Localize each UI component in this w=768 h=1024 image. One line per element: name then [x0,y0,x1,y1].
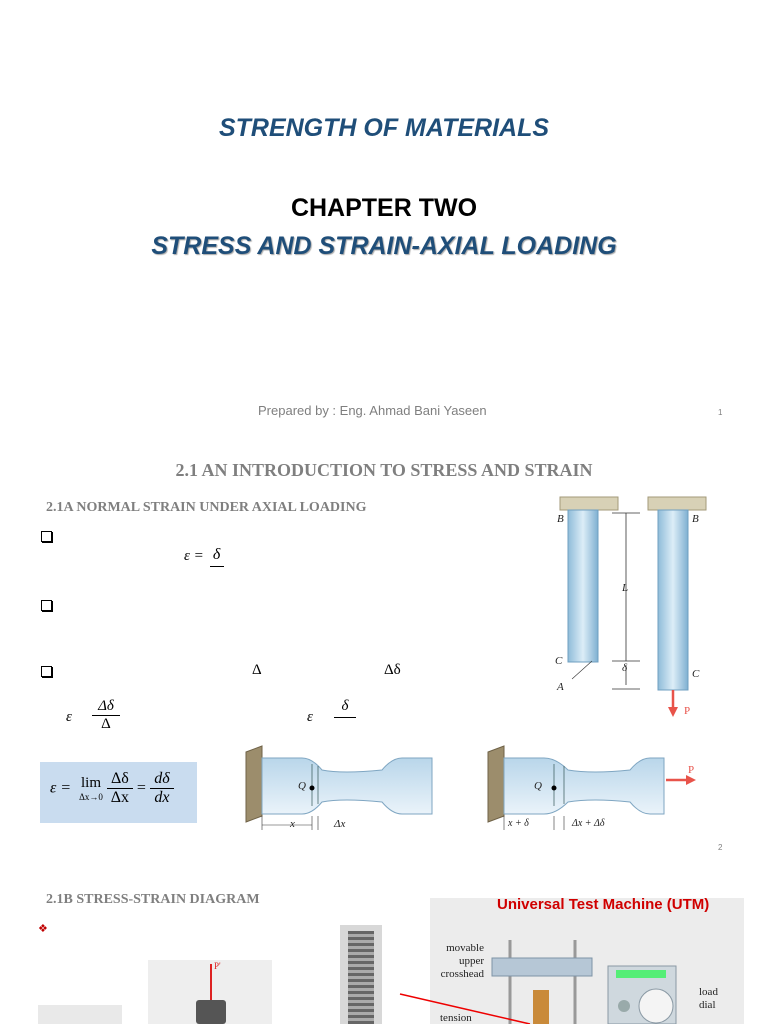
subsection-heading: 2.1A NORMAL STRAIN UNDER AXIAL LOADING [46,500,367,515]
strain-equation: ε = δ [184,546,224,567]
label-c-right: C [692,668,700,680]
eq2-epsilon: ε [66,709,72,725]
limit-equals: = [136,779,146,797]
eq2-denominator: Δ [101,716,111,732]
limit-lhs: ε = [50,779,72,797]
eq2-fraction: Δδ Δ [92,698,120,733]
eq3-fraction: δ [334,698,356,718]
specimen-loaded-figure [487,745,696,830]
page-number-1: 1 [718,408,723,417]
section-heading: 2.1 AN INTRODUCTION TO STRESS AND STRAIN [175,460,593,480]
page-number-2: 2 [718,843,723,852]
delta-symbol: Δ [252,662,262,678]
utm-tension-label: tension [440,1012,472,1024]
specimen2-x: x + δ [508,818,529,829]
label-l: L [622,582,629,594]
support-left [559,496,619,511]
diamond-bullet-icon: ❖ [38,923,48,935]
limit-equation-box [40,762,197,823]
label-b-right: B [692,513,699,525]
strain-lhs: ε = [184,547,204,564]
limit-lim: lim [81,775,102,791]
limit-den1: Δx [110,789,130,806]
grip-photo [340,925,382,1024]
label-a: A [557,681,564,693]
chapter-subtitle: STRESS AND STRAIN-AXIAL LOADING [151,232,617,260]
rod-loaded [657,509,689,691]
photo-load-label: P' [214,961,221,971]
limit-equation: ε = lim Δx→0 Δδ Δx = dδ dx [50,770,174,807]
delta-delta-symbol: Δδ [384,662,401,678]
eq2-numerator: Δδ [98,698,114,714]
slide-title: STRENGTH OF MATERIALS [218,114,550,142]
bullet-icon [41,600,52,611]
limit-sub: Δx→0 [79,792,103,802]
chapter-heading: CHAPTER TWO [290,194,478,222]
eq3-numerator: δ [341,698,349,714]
specimen-photo-small [38,1005,122,1024]
rod-unloaded [567,509,599,663]
specimen2-p: P [688,764,695,776]
utm-title: Universal Test Machine (UTM) [497,896,710,913]
specimen1-x: x [290,818,295,830]
utm-crosshead-label: movable upper crosshead [440,942,484,980]
specimen1-dx: Δx [334,818,346,830]
subsection-heading-b: 2.1B STRESS-STRAIN DIAGRAM [46,892,260,907]
specimen-unloaded-figure [245,745,433,830]
specimen-photo [148,960,272,1024]
label-p: P [684,705,691,717]
limit-num2: dδ [154,770,170,787]
label-c-left: C [555,655,563,667]
bullet-icon [41,531,52,542]
specimen1-q: Q [298,780,306,792]
axial-bar-figure [559,496,707,717]
strain-numerator: δ [212,546,221,563]
specimen2-q: Q [534,780,542,792]
utm-figure [399,940,677,1024]
bullet-icon [41,666,52,677]
specimen2-dx: Δx + Δδ [572,818,605,829]
label-b-left: B [557,513,564,525]
crosshead [491,957,593,977]
support-right [647,496,707,511]
limit-den2: dx [154,789,170,806]
load-dial [638,988,674,1024]
limit-num1: Δδ [110,770,129,787]
label-delta: δ [622,662,628,674]
utm-load-dial-label: load dial [699,986,718,1011]
prepared-by: Prepared by : Eng. Ahmad Bani Yaseen [258,403,487,418]
eq3-epsilon: ε [307,709,313,725]
